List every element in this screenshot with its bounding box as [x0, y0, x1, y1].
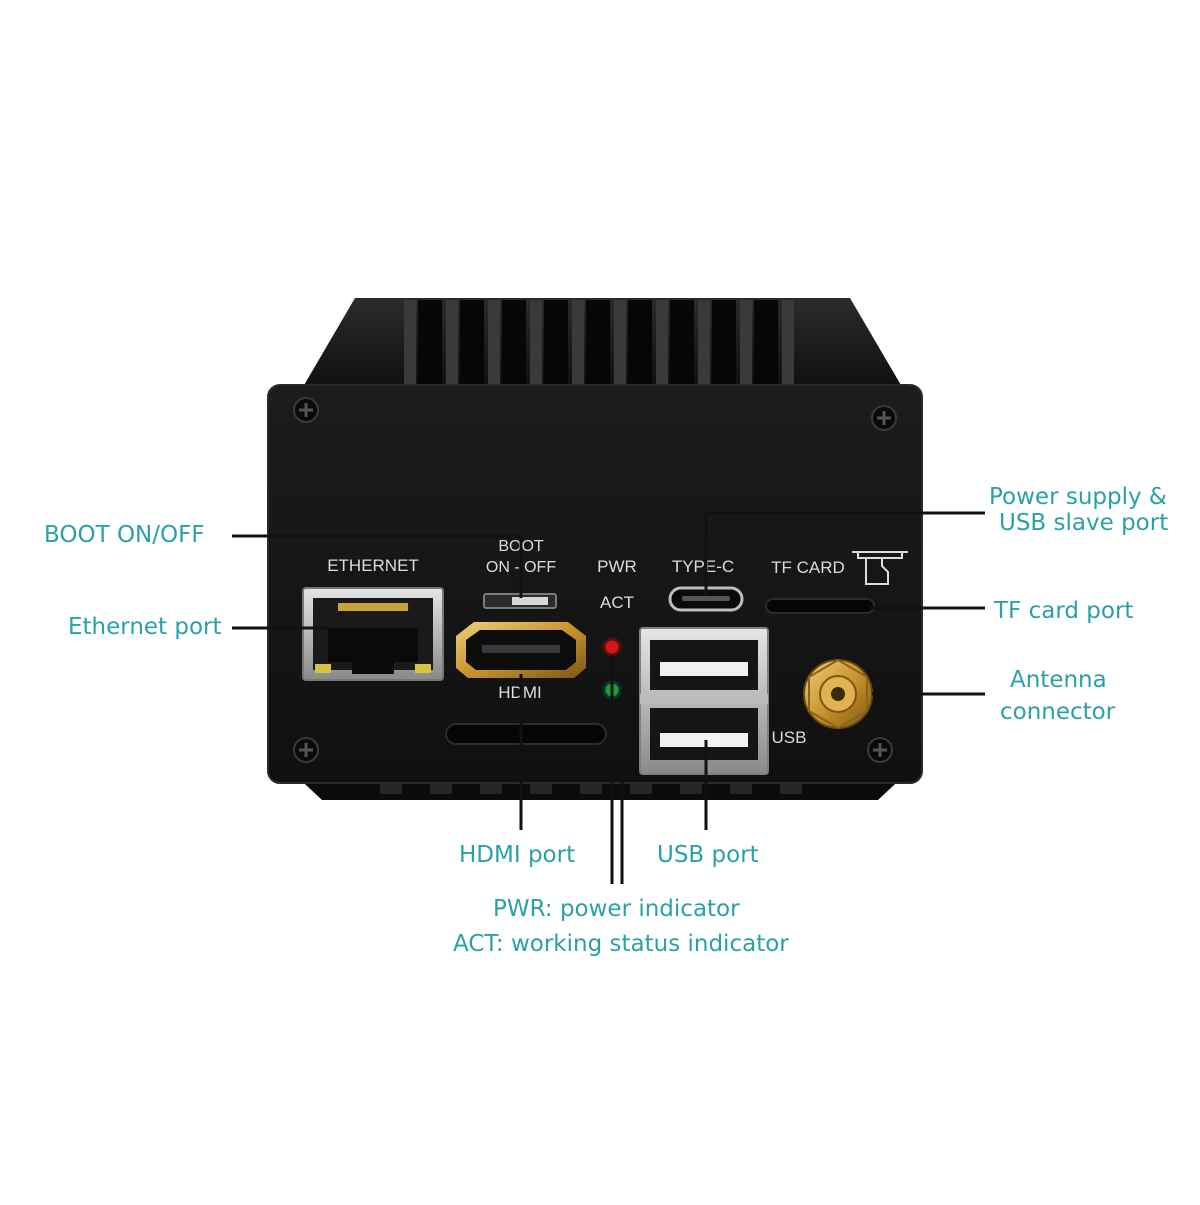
leader-power	[704, 511, 985, 596]
callout-ethernet: Ethernet port	[68, 614, 222, 640]
callout-usb: USB port	[657, 842, 759, 868]
callout-tf: TF card port	[994, 598, 1134, 624]
leader-lines	[232, 511, 985, 884]
leader-boot	[232, 534, 523, 598]
hdmi-port	[456, 622, 586, 678]
callout-power-line2: USB slave port	[999, 510, 1169, 536]
antenna-connector	[803, 658, 873, 730]
silk-tfcard: TF CARD	[771, 558, 845, 577]
silk-pwr: PWR	[597, 557, 637, 576]
callout-power-line1: Power supply &	[989, 484, 1167, 510]
tf-card-icon	[852, 551, 908, 585]
ethernet-port	[302, 587, 444, 681]
callout-antenna-line2: connector	[1000, 699, 1116, 725]
callout-boot: BOOT ON/OFF	[44, 522, 205, 548]
pwr-led	[602, 637, 622, 657]
callout-act: ACT: working status indicator	[453, 931, 789, 957]
heatsink	[300, 298, 905, 392]
silk-ethernet: ETHERNET	[327, 556, 419, 575]
tf-card-slot	[765, 598, 875, 614]
callout-pwr: PWR: power indicator	[493, 896, 740, 922]
usb-port	[639, 627, 769, 775]
silk-usb: USB	[772, 728, 807, 747]
screw-icon	[293, 397, 897, 763]
vent-slot	[445, 723, 607, 745]
callout-antenna-line1: Antenna	[1010, 667, 1107, 693]
silk-typec: TYPE-C	[672, 557, 734, 576]
callout-hdmi: HDMI port	[459, 842, 576, 868]
silk-act: ACT	[600, 593, 634, 612]
